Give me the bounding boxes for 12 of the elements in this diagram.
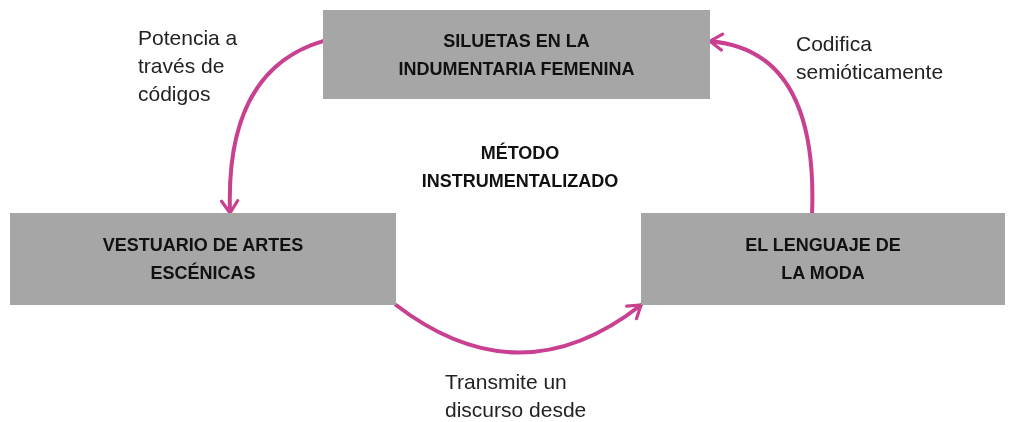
center-label: MÉTODO INSTRUMENTALIZADO <box>420 141 620 193</box>
edge-label: Transmite un discurso desde <box>445 369 588 422</box>
edge-label: Potencia a través de códigos <box>138 25 239 107</box>
curved-arrow <box>394 303 643 355</box>
process-box <box>323 10 710 99</box>
edge-label: Codifica semióticamente <box>796 31 945 85</box>
box-label: VESTUARIO DE ARTES ESCÉNICAS <box>101 234 305 285</box>
curved-arrow <box>220 39 325 215</box>
box-label: EL LENGUAJE DE LA MODA <box>744 234 902 285</box>
process-box <box>10 213 396 305</box>
process-box <box>641 213 1005 305</box>
box-label: SILUETAS EN LA INDUMENTARIA FEMENINA <box>397 29 636 81</box>
